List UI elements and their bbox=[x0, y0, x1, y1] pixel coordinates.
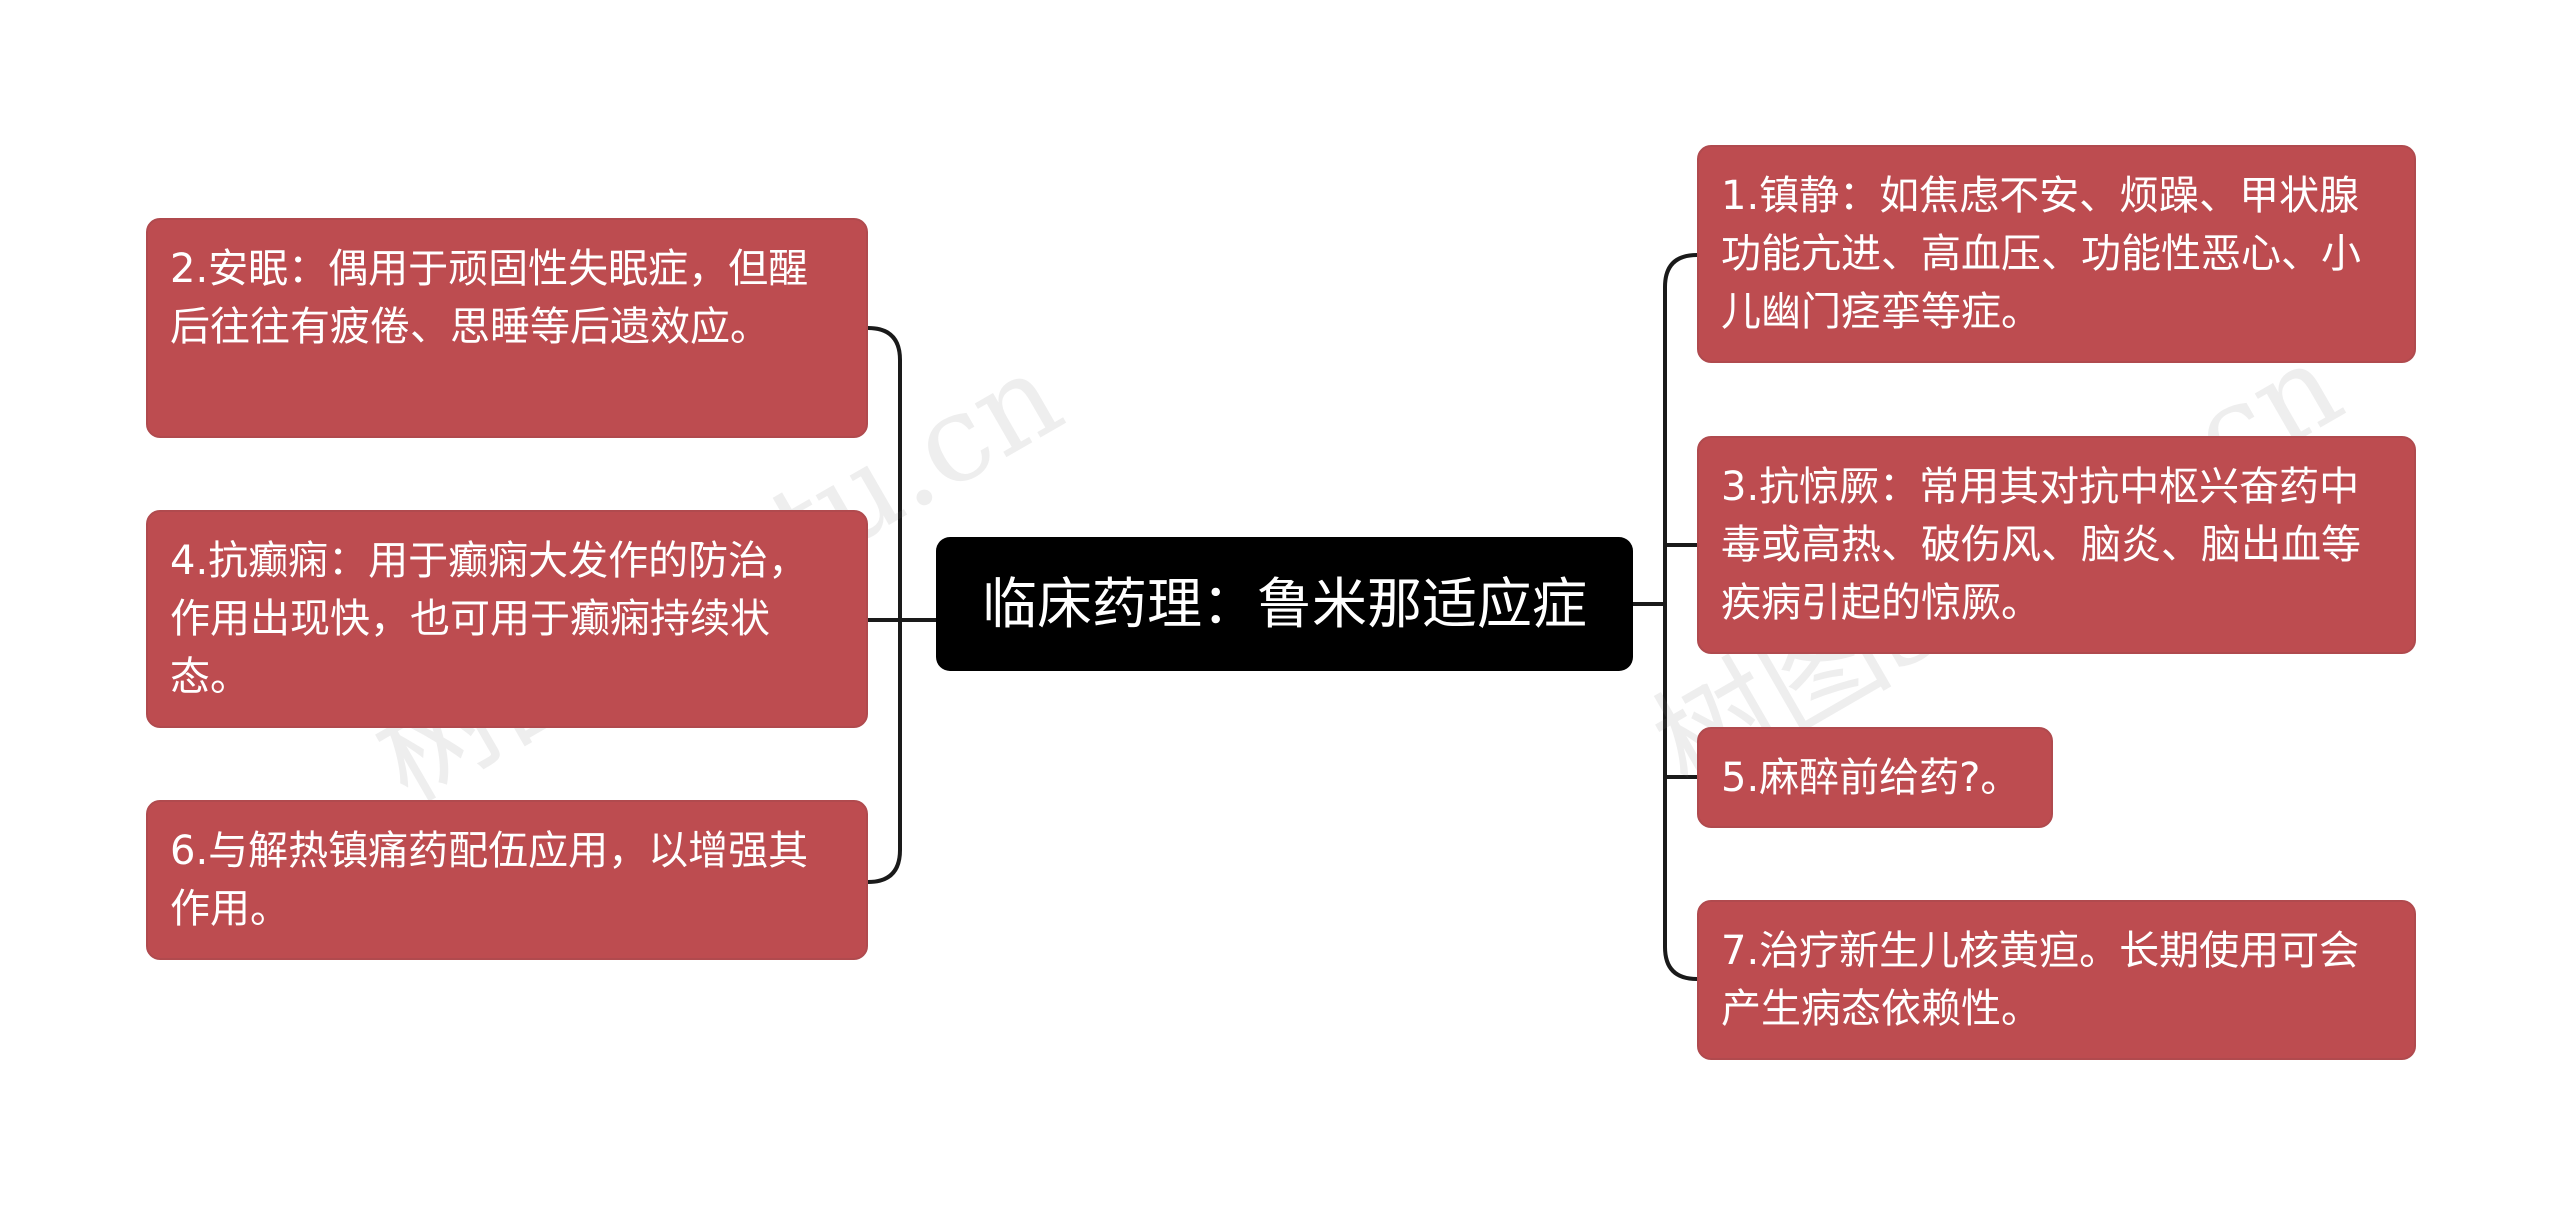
branch-node-4[interactable]: 4.抗癫痫：用于癫痫大发作的防治，作用出现快，也可用于癫痫持续状态。 bbox=[146, 510, 868, 728]
branch-node-5[interactable]: 5.麻醉前给药?。 bbox=[1697, 727, 2053, 828]
root-node[interactable]: 临床药理：鲁米那适应症 bbox=[936, 537, 1633, 671]
branch-node-6[interactable]: 6.与解热镇痛药配伍应用，以增强其作用。 bbox=[146, 800, 868, 960]
branch-node-2[interactable]: 2.安眠：偶用于顽固性失眠症，但醒后往往有疲倦、思睡等后遗效应。 bbox=[146, 218, 868, 438]
left-spine bbox=[867, 326, 902, 884]
branch-node-7[interactable]: 7.治疗新生儿核黄疸。长期使用可会产生病态依赖性。 bbox=[1697, 900, 2416, 1060]
branch-node-3[interactable]: 3.抗惊厥：常用其对抗中枢兴奋药中毒或高热、破伤风、脑炎、脑出血等疾病引起的惊厥… bbox=[1697, 436, 2416, 654]
branch-node-1[interactable]: 1.镇静：如焦虑不安、烦躁、甲状腺功能亢进、高血压、功能性恶心、小儿幽门痉挛等症… bbox=[1697, 145, 2416, 363]
right-spine bbox=[1663, 253, 1698, 981]
left-connector bbox=[900, 328, 936, 620]
